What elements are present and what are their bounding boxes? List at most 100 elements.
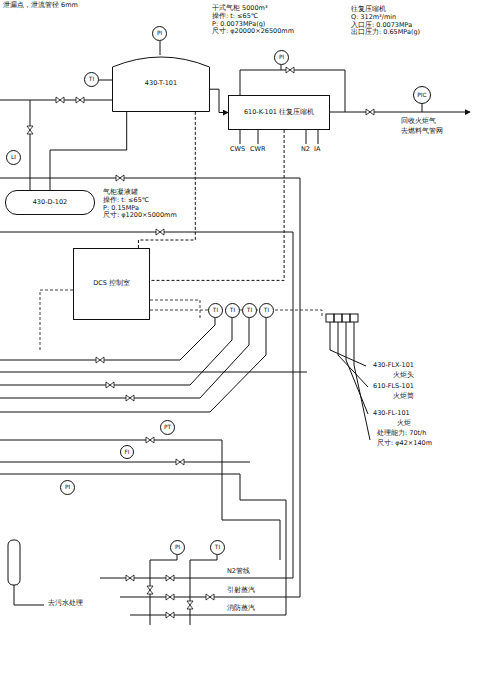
spec-text: 尺寸: φ1200×5000mm xyxy=(103,212,177,220)
process-pipe xyxy=(150,555,177,560)
process-pipe xyxy=(0,474,286,615)
process-pipe xyxy=(306,130,307,144)
annotation-label: 430-FL-101 xyxy=(372,410,411,417)
valve-symbol xyxy=(27,67,374,618)
compressor-box: 610-K-101 往复压缩机往复压缩机Q: 312m³/min入口压: 0.0… xyxy=(228,95,330,130)
process-pipe xyxy=(0,232,293,578)
process-pipe xyxy=(14,585,44,605)
spec-text: 干式气柜 5000m³ xyxy=(212,5,294,13)
process-pipe xyxy=(99,80,112,81)
instrument-bubble: PI xyxy=(152,26,167,41)
process-pipe xyxy=(354,322,370,440)
valve-symbol xyxy=(27,126,33,134)
instrument-bubble: TI xyxy=(259,303,274,318)
spec-text: 气柜凝液罐 xyxy=(103,189,177,197)
valve-symbol xyxy=(166,594,174,600)
instrument-bubble: TI xyxy=(84,72,99,87)
process-connector xyxy=(138,112,195,248)
process-pipe xyxy=(0,318,232,385)
process-pipe xyxy=(350,314,358,322)
instrument-bubble: FI xyxy=(120,445,134,459)
node-label: 610-K-101 往复压缩机 xyxy=(244,109,314,116)
valve-symbol xyxy=(126,395,134,401)
valve-symbol xyxy=(146,437,154,443)
spec-text: P: 0.15MPa xyxy=(103,205,177,213)
spec-heading: 干式气柜 5000m³操作: t: ≤65℃P: 0.0073MPa(g)尺寸:… xyxy=(212,5,294,36)
process-pipe xyxy=(318,130,319,144)
process-pipe xyxy=(326,314,334,322)
spec-text: 往复压缩机 xyxy=(351,6,420,14)
node-label: TI xyxy=(213,307,218,314)
annotation-label: 610-FLS-101 xyxy=(372,383,415,390)
valve-symbol xyxy=(106,382,114,388)
gas-holder: 430-T-101干式气柜 5000m³操作: t: ≤65℃P: 0.0073… xyxy=(112,55,210,112)
annotation-label: 泄漏点，泄流管径 6mm xyxy=(2,2,79,9)
node-label: PI xyxy=(65,484,70,491)
instrument-bubble: PI xyxy=(60,480,75,495)
annotation-label: 火炬头 xyxy=(392,372,415,379)
node-label: FI xyxy=(124,449,129,456)
process-pipe xyxy=(422,104,423,112)
annotation-label: 430-FLX-101 xyxy=(372,362,415,369)
signal-line xyxy=(40,290,73,350)
annotation-label: 消防蒸汽 xyxy=(226,605,256,612)
annotation-label: 火炬 xyxy=(396,420,412,427)
node-label: PI xyxy=(175,544,180,551)
spec-text: 操作: t: ≤65℃ xyxy=(212,13,294,21)
process-pipe xyxy=(190,555,217,560)
node-label: TI xyxy=(215,544,220,551)
valve-symbol xyxy=(166,575,174,581)
process-connector xyxy=(150,130,284,280)
process-pipe xyxy=(190,560,191,625)
valve-symbol xyxy=(286,67,294,73)
node-label: TI xyxy=(247,307,252,314)
annotation-label: 回收火炬气 xyxy=(400,118,437,125)
process-pipe xyxy=(30,100,31,190)
valve-symbol xyxy=(166,612,174,618)
annotation-label: 引射蒸汽 xyxy=(226,587,256,594)
instrument-bubble: PI xyxy=(170,540,185,555)
spec-text: Q: 312m³/min xyxy=(351,14,420,22)
valve-symbol xyxy=(76,97,84,103)
signal-line xyxy=(150,300,200,318)
node-label: TI xyxy=(89,76,94,83)
valve-symbol xyxy=(206,594,214,600)
condensate-drum: 430-D-102气柜凝液罐操作: t: ≤65℃P: 0.15MPa尺寸: φ… xyxy=(5,190,95,215)
instrument-bubble: PI xyxy=(274,50,289,65)
node-label: LI xyxy=(11,154,16,161)
process-pipe xyxy=(8,540,20,585)
instrument-bubble: TI xyxy=(210,540,225,555)
process-pipe xyxy=(346,322,368,414)
valve-symbol xyxy=(147,586,153,594)
process-pipe xyxy=(330,112,470,113)
annotation-label: N2 xyxy=(300,146,311,153)
valve-symbol xyxy=(116,175,124,181)
annotation-label: 去污水处理 xyxy=(47,600,84,607)
process-pipe xyxy=(342,314,350,322)
instrument-bubble: TI xyxy=(208,303,223,318)
process-pipe xyxy=(330,322,366,366)
instrument-bubble: TI xyxy=(242,303,257,318)
process-pipe xyxy=(0,372,307,373)
annotation-label: 尺寸: φ42×140m xyxy=(376,440,433,447)
annotation-label: 处理能力: 70t/h xyxy=(376,430,427,437)
process-pipe xyxy=(0,178,300,597)
valve-symbol xyxy=(156,229,164,235)
annotation-label: CWS xyxy=(229,146,246,153)
process-pipe xyxy=(240,130,241,144)
spec-text: 出口压力: 0.65MPa(g) xyxy=(351,29,420,37)
node-label: TI xyxy=(264,307,269,314)
annotation-label: CWR xyxy=(249,146,266,153)
process-pipe xyxy=(160,41,161,55)
annotation-label: IA xyxy=(313,146,321,153)
valve-symbol xyxy=(176,459,184,465)
spec-heading: 往复压缩机Q: 312m³/min入口压: 0.0073MPa出口压力: 0.6… xyxy=(351,6,420,37)
process-pipe xyxy=(130,615,286,616)
process-connector xyxy=(50,112,127,190)
annotation-label: 去燃料气管网 xyxy=(400,128,444,135)
valve-symbol xyxy=(56,97,64,103)
node-label: 430-T-101 xyxy=(145,80,177,87)
instrument-bubble: PT xyxy=(160,420,175,435)
process-pipe xyxy=(0,462,250,463)
